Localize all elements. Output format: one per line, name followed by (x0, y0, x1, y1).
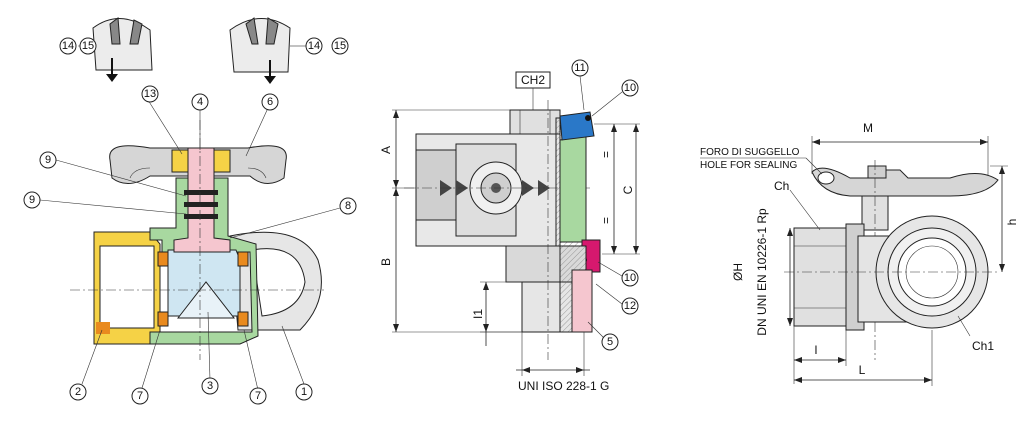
svg-text:7: 7 (137, 390, 143, 402)
o-ring-1 (184, 190, 218, 195)
thread-spec-label: DN UNI EN 10226-1 Rp (755, 208, 769, 336)
seal-bottom-left (157, 311, 169, 327)
o-ring-2 (184, 202, 218, 207)
o-ring-3 (184, 214, 218, 219)
svg-text:13: 13 (144, 88, 156, 100)
pink-insert (571, 269, 593, 333)
ch2-label: CH2 (521, 73, 545, 87)
dim-B: B (379, 258, 393, 266)
ch1-label: Ch1 (972, 339, 994, 353)
callout-4: 4 (191, 93, 209, 111)
svg-text:4: 4 (197, 96, 203, 108)
equal-mark-upper: = (599, 151, 613, 158)
equal-mark-lower: = (599, 217, 613, 224)
svg-text:8: 8 (345, 200, 351, 212)
external-view (700, 136, 1008, 386)
callout-1: 1 (295, 383, 313, 401)
callout-9a: 9 (39, 151, 57, 169)
hex-left (793, 227, 847, 327)
svg-text:7: 7 (255, 390, 261, 402)
callout-5: 5 (601, 333, 619, 351)
sealing-hole (817, 171, 835, 185)
svg-text:2: 2 (75, 386, 81, 398)
dim-C: C (621, 185, 635, 194)
callout-11: 11 (571, 59, 589, 77)
callout-7b: 7 (249, 387, 267, 405)
callout-6: 6 (261, 93, 279, 111)
dim-l: l (815, 343, 818, 357)
dim-OH: ØH (731, 263, 745, 281)
nut-left (171, 149, 189, 173)
callout-14-right: 14 (305, 37, 323, 55)
side-view: CH2 (392, 71, 640, 376)
callout-12: 12 (621, 297, 639, 315)
svg-text:5: 5 (607, 336, 613, 348)
seal-top-left (157, 251, 169, 267)
callout-13: 13 (141, 85, 159, 103)
callout-10-bottom: 10 (621, 269, 639, 287)
svg-text:6: 6 (267, 96, 273, 108)
sealing-hole-label-en: HOLE FOR SEALING (700, 160, 797, 171)
side-green-body (559, 135, 587, 243)
svg-text:1: 1 (301, 386, 307, 398)
dim-h: h (1005, 219, 1019, 226)
thread-standard-label: UNI ISO 228-1 G (518, 379, 609, 393)
stem (173, 147, 231, 253)
svg-text:12: 12 (624, 300, 636, 312)
callout-7a: 7 (131, 387, 149, 405)
callout-9b: 9 (23, 191, 41, 209)
dim-I1: I1 (471, 309, 485, 319)
callout-15-right: 15 (331, 37, 349, 55)
callout-15-left: 15 (79, 37, 97, 55)
svg-text:9: 9 (45, 154, 51, 166)
svg-text:10: 10 (624, 272, 636, 284)
svg-text:11: 11 (574, 62, 585, 74)
dim-A: A (379, 146, 393, 154)
seal-top-right (237, 251, 249, 267)
section-view (39, 17, 341, 391)
callout-3: 3 (201, 377, 219, 395)
callout-2: 2 (69, 383, 87, 401)
wing-handle (811, 167, 999, 197)
nut-right (213, 149, 231, 173)
callout-14-left: 14 (59, 37, 77, 55)
handle-cap-right (229, 17, 291, 84)
svg-text:15: 15 (82, 40, 94, 52)
dim-L: L (859, 363, 866, 377)
svg-text:9: 9 (29, 194, 35, 206)
svg-text:15: 15 (334, 40, 346, 52)
ch-label: Ch (774, 179, 789, 193)
svg-text:14: 14 (62, 40, 74, 52)
callout-8: 8 (339, 197, 357, 215)
handle-cap-left (92, 17, 153, 82)
svg-text:14: 14 (308, 40, 320, 52)
sealing-hole-label-it: FORO DI SUGGELLO (700, 147, 800, 158)
seal-bottom-right (237, 311, 249, 327)
dim-M: M (863, 121, 873, 135)
svg-text:3: 3 (207, 380, 213, 392)
callout-10-top: 10 (621, 79, 639, 97)
svg-text:10: 10 (624, 82, 636, 94)
